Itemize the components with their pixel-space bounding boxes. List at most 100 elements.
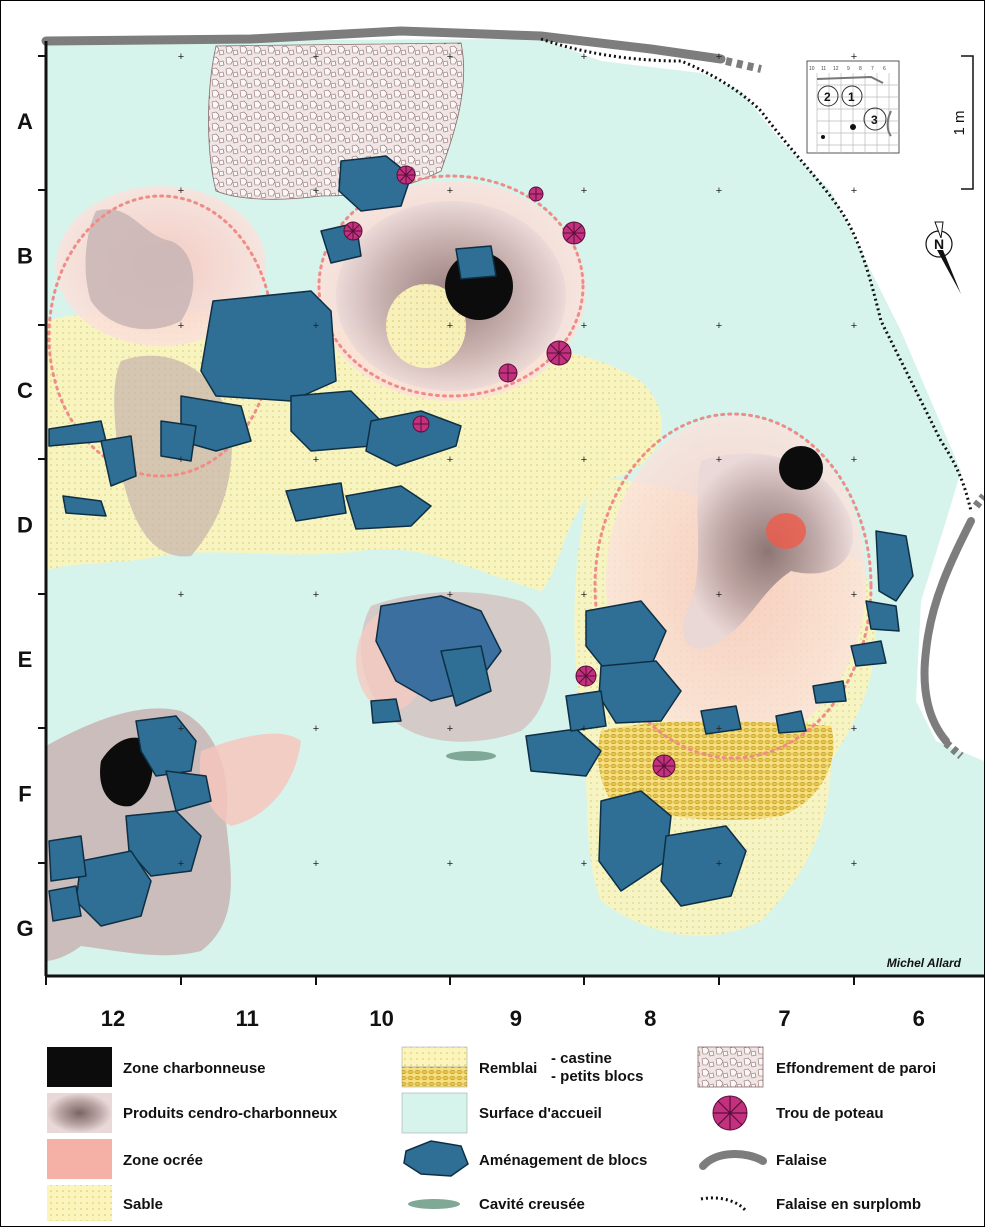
- legend-label-remblai-blocs: - petits blocs: [551, 1068, 644, 1085]
- block: [660, 825, 747, 907]
- grid-cross: +: [851, 320, 857, 332]
- column-label-8: 8: [644, 1006, 656, 1031]
- posthole: [652, 754, 676, 778]
- charbon-pit-f: [100, 737, 153, 807]
- grid-cross: +: [178, 454, 184, 466]
- legend-label-blocs: Aménagement de blocs: [479, 1152, 647, 1169]
- scale-bar: 1 m: [951, 55, 974, 190]
- grid-cross: +: [447, 51, 453, 63]
- inset-map: 2 1 3 10 11 12 9 8 7 6: [806, 60, 900, 154]
- grid-cross: +: [716, 320, 722, 332]
- block: [850, 640, 887, 667]
- grid-cross: +: [178, 51, 184, 63]
- legend-label-ocre: Zone ocrée: [123, 1152, 203, 1169]
- block: [440, 645, 492, 707]
- inset-zone-3: 3: [871, 113, 878, 127]
- posthole: [575, 665, 597, 687]
- legend-label-surplomb: Falaise en surplomb: [776, 1196, 921, 1213]
- effondrement-area: [208, 42, 465, 200]
- falaise-east-dashed-top: [972, 493, 985, 509]
- grid-cross: +: [313, 454, 319, 466]
- inset-col-6: 6: [883, 66, 886, 72]
- posthole: [562, 221, 586, 245]
- grid-cross: +: [716, 723, 722, 735]
- falaise-north: [41, 26, 726, 64]
- falaise-north-dashed: [725, 57, 762, 73]
- row-label-c: C: [17, 378, 33, 403]
- inset-col-9: 9: [847, 66, 850, 72]
- block: [48, 885, 82, 922]
- scale-label: 1 m: [951, 110, 968, 135]
- legend-label-sable: Sable: [123, 1196, 163, 1213]
- grid-cross: +: [313, 723, 319, 735]
- grid-cross: +: [851, 454, 857, 466]
- grid-cross: +: [178, 320, 184, 332]
- grid-cross: +: [581, 858, 587, 870]
- block: [455, 245, 497, 280]
- legend-swatch-poteau: [712, 1095, 748, 1131]
- block: [160, 420, 197, 462]
- falaise-east: [920, 517, 975, 745]
- legend-label-effondrement: Effondrement de paroi: [776, 1060, 936, 1077]
- block: [875, 530, 914, 602]
- legend-swatch-charbon: [47, 1047, 112, 1087]
- block: [775, 710, 807, 734]
- grid-cross: +: [313, 185, 319, 197]
- row-label-e: E: [18, 647, 33, 672]
- block: [200, 290, 337, 402]
- grid-cross: +: [581, 589, 587, 601]
- grid-cross: +: [851, 723, 857, 735]
- grid-cross: +: [178, 185, 184, 197]
- block: [700, 705, 742, 735]
- grid-cross: +: [313, 51, 319, 63]
- inset-col-8: 8: [859, 66, 862, 72]
- axes: [44, 41, 984, 978]
- grid-cross: +: [447, 185, 453, 197]
- falaise-surplomb: [540, 37, 973, 512]
- legend-swatch-falaise: [699, 1150, 767, 1170]
- legend-swatch-remblai-castine: [401, 1046, 468, 1068]
- block: [565, 690, 607, 732]
- inset-col-12: 12: [833, 66, 839, 72]
- north-arrow-icon: N: [925, 221, 961, 294]
- grid-cross: +: [716, 185, 722, 197]
- grid-cross: +: [313, 320, 319, 332]
- grid-cross: +: [581, 185, 587, 197]
- posthole: [498, 363, 518, 383]
- block: [165, 770, 212, 812]
- grid-cross: +: [581, 454, 587, 466]
- legend-label-remblai: Remblai: [479, 1060, 537, 1077]
- block: [365, 410, 462, 467]
- block: [62, 495, 107, 517]
- legend-swatch-effondrement: [697, 1046, 764, 1088]
- posthole: [343, 221, 363, 241]
- legend-swatch-cavite: [408, 1199, 460, 1209]
- grid-cross: +: [447, 454, 453, 466]
- posthole: [412, 415, 430, 433]
- grid-cross: +: [178, 723, 184, 735]
- column-label-12: 12: [101, 1006, 125, 1031]
- cendro-zone-2: [85, 209, 194, 330]
- row-label-f: F: [18, 782, 31, 807]
- cavite-creusee: [446, 751, 496, 761]
- blocks-layer: [48, 155, 914, 927]
- block: [285, 482, 347, 522]
- legend-label-remblai-castine: - castine: [551, 1050, 612, 1067]
- sable-patch-1: [386, 284, 466, 368]
- grid-cross: +: [178, 858, 184, 870]
- grid-cross: +: [851, 185, 857, 197]
- column-label-9: 9: [510, 1006, 522, 1031]
- block: [100, 435, 137, 487]
- block: [345, 485, 432, 530]
- row-label-g: G: [16, 916, 33, 941]
- grid-cross: +: [447, 723, 453, 735]
- legend-label-cavite: Cavité creusée: [479, 1196, 585, 1213]
- svg-text:N: N: [934, 236, 944, 252]
- grid-cross: +: [716, 454, 722, 466]
- grid-cross: +: [851, 589, 857, 601]
- grid-cross: +: [178, 589, 184, 601]
- block: [865, 600, 900, 632]
- block: [48, 835, 87, 882]
